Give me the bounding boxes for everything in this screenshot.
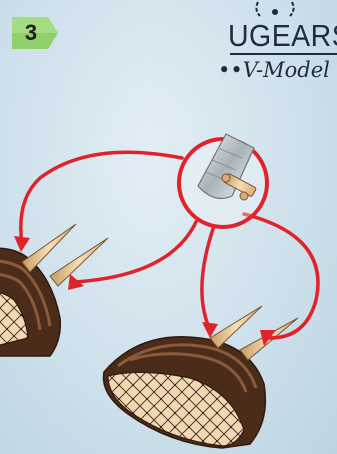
- wooden-part-bottom: [104, 337, 266, 448]
- arrow-to-left-peg: [21, 152, 182, 244]
- arrows: [21, 152, 318, 338]
- arrow-to-bottom-part: [202, 226, 214, 330]
- step-badge: 3: [12, 17, 58, 49]
- step-number: 3: [12, 17, 50, 49]
- ugears-logo: UGEARS ••V-Model: [214, 0, 337, 90]
- brand-underline: [230, 53, 337, 55]
- arrow-to-bottom-peg: [244, 214, 318, 338]
- brand-name: UGEARS: [228, 18, 337, 54]
- ugears-logo-mark: [240, 0, 310, 20]
- brand-subtitle: ••V-Model: [218, 58, 330, 82]
